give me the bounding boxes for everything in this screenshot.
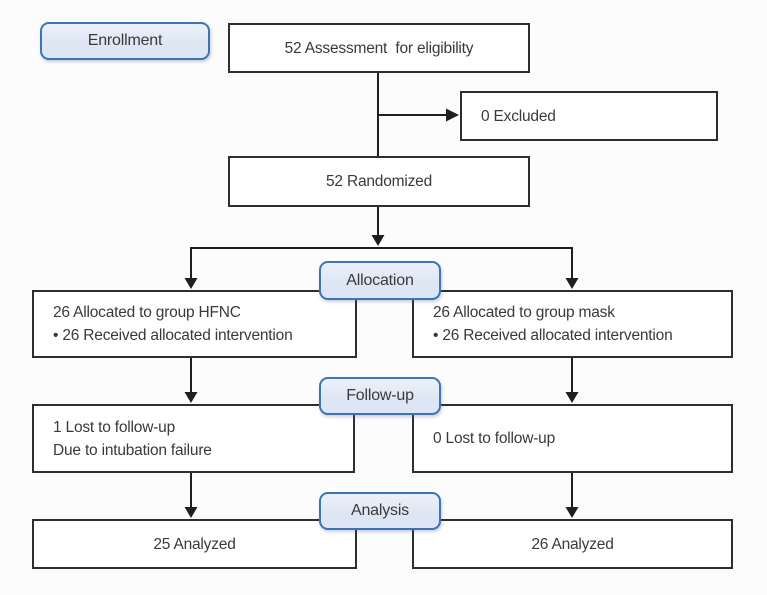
- arrow-to-excluded: [378, 108, 459, 122]
- arrow-to-alloc-mask: [565, 247, 579, 289]
- arrow-to-alloc-hfnc: [184, 247, 198, 289]
- box-excluded: 0 Excluded: [460, 91, 718, 141]
- arrow-to-analysis-mask: [565, 473, 579, 518]
- box-lost-to-followup-hfnc: 1 Lost to follow-up Due to intubation fa…: [32, 404, 355, 473]
- stage-label-followup: Follow-up: [319, 377, 441, 415]
- allocated-hfnc-line2: • 26 Received allocated intervention: [53, 327, 293, 344]
- arrow-to-followup-mask: [565, 358, 579, 403]
- lost-hfnc-line1: 1 Lost to follow-up: [53, 418, 175, 436]
- arrow-randomized-to-split: [371, 207, 385, 246]
- allocated-mask-line1: 26 Allocated to group mask: [433, 304, 615, 321]
- arrow-to-analysis-hfnc: [184, 473, 198, 518]
- stage-label-allocation: Allocation: [319, 261, 441, 300]
- box-analyzed-hfnc: 25 Analyzed: [32, 519, 357, 569]
- box-randomized: 52 Randomized: [228, 156, 530, 207]
- box-lost-to-followup-mask: 0 Lost to follow-up: [412, 404, 733, 473]
- box-assessment-for-eligibility: 52 Assessment for eligibility: [228, 23, 530, 73]
- stage-label-enrollment: Enrollment: [40, 22, 210, 60]
- box-allocated-hfnc: 26 Allocated to group HFNC • 26 Received…: [32, 290, 357, 358]
- box-analyzed-mask: 26 Analyzed: [412, 519, 733, 569]
- box-allocated-mask: 26 Allocated to group mask • 26 Received…: [412, 290, 733, 358]
- allocated-hfnc-line1: 26 Allocated to group HFNC: [53, 304, 241, 321]
- arrow-to-followup-hfnc: [184, 358, 198, 403]
- lost-mask-line1: 0 Lost to follow-up: [433, 430, 555, 447]
- stage-label-analysis: Analysis: [319, 492, 441, 530]
- allocated-mask-line2: • 26 Received allocated intervention: [433, 327, 673, 344]
- lost-hfnc-line2: Due to intubation failure: [53, 441, 212, 459]
